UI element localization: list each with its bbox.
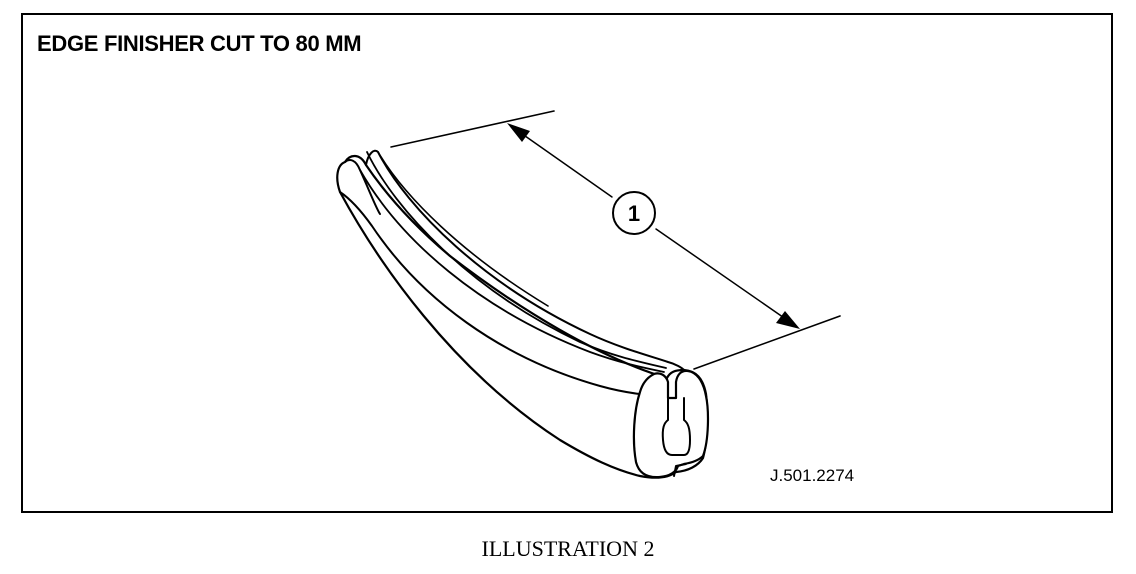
figure-title: EDGE FINISHER CUT TO 80 MM (37, 31, 362, 56)
callout-circle (612, 191, 656, 235)
callout-number: 1 (628, 201, 640, 226)
dimension-extension-lower (693, 315, 841, 370)
dimension-line-lower (655, 228, 791, 323)
reference-code: J.501.2274 (770, 466, 855, 485)
dimension-extension-upper (390, 110, 555, 148)
illustration-frame: EDGE FINISHER CUT TO 80 MM J.501.2274 (21, 13, 1113, 513)
dimension-line-upper (517, 130, 613, 198)
illustration-caption: ILLUSTRATION 2 (481, 536, 655, 561)
finisher-groove-right (366, 151, 667, 369)
finisher-end-slot (661, 397, 691, 456)
finisher-groove-left (359, 169, 665, 373)
finisher-right-flange-top (365, 149, 685, 371)
finisher-top-ridge (377, 151, 549, 307)
finisher-end-notch (673, 463, 687, 477)
finisher-front-lip (339, 191, 668, 397)
dimension-arrowhead-upper (507, 123, 530, 142)
dimension-arrowhead-lower (776, 311, 800, 329)
